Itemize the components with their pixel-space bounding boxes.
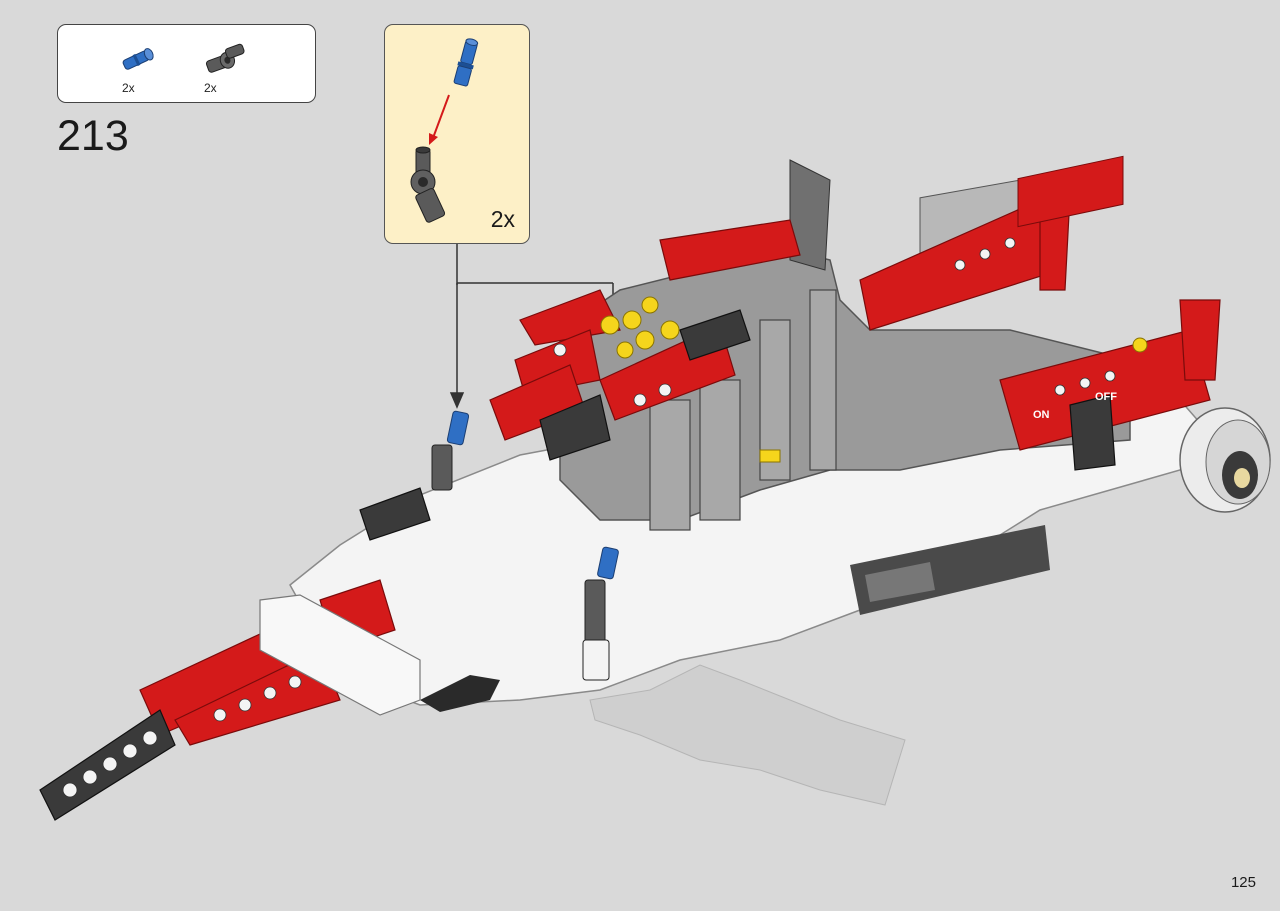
power-switch: ON OFF (1017, 155, 1124, 421)
parts-list-box: 2x 2x (57, 24, 316, 103)
white-chassis (289, 394, 1217, 706)
red-beams (139, 189, 1221, 746)
hand-hint (589, 664, 906, 806)
part-quantity: 2x (204, 81, 217, 95)
subassembly-illustration (410, 38, 479, 223)
yellow-parts (600, 296, 1148, 463)
step-number: 213 (57, 112, 129, 160)
parts-list-item: 2x (198, 39, 258, 99)
beam-holes (62, 237, 1116, 798)
target-connectors (431, 444, 610, 681)
part-quantity: 2x (122, 81, 135, 95)
parts-list-item: 2x (116, 39, 176, 99)
subassembly-callout: 2x (384, 24, 530, 244)
switch-off-label: OFF (1095, 391, 1117, 403)
switch-on-label: ON (1033, 409, 1050, 421)
page-number: 125 (1230, 874, 1256, 891)
dark-gray-angle-connector-icon (205, 43, 245, 73)
installed-blue-pins (446, 410, 619, 580)
rear-wheel (1179, 407, 1271, 513)
blue-axle-pin-icon (122, 48, 154, 70)
front-nose (259, 594, 421, 716)
callout-quantity: 2x (490, 206, 515, 232)
front-vent (420, 675, 500, 712)
side-panel-inner (865, 562, 935, 602)
